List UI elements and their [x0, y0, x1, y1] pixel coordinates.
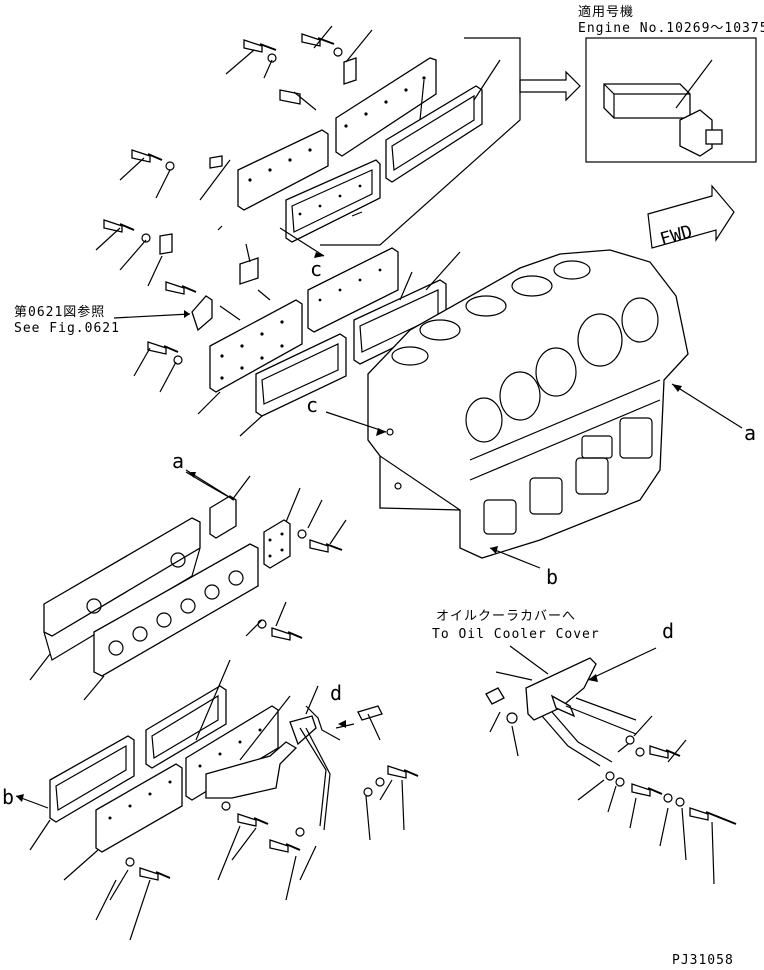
- middle-covers: [113, 247, 461, 437]
- oil-cooler-note-jp: オイルクーラカバーへ: [436, 609, 576, 624]
- inset-pointer-arrow: [519, 70, 581, 102]
- oil-cooler-note-en: To Oil Cooler Cover: [432, 627, 600, 642]
- callout-d-right: d: [662, 619, 674, 643]
- reference-jp: 第0621図参照: [14, 304, 105, 320]
- top-covers: [95, 25, 521, 301]
- reference-en: See Fig.0621: [14, 321, 120, 336]
- oil-cooler-bracket: オイルクーラカバーへ To Oil Cooler Cover: [432, 609, 737, 885]
- lower-left-covers: [29, 469, 347, 701]
- callout-b-left: b: [2, 785, 14, 809]
- callout-d-mid: d: [330, 681, 342, 705]
- bottom-covers: [29, 659, 419, 941]
- callout-a-right: a: [744, 421, 756, 445]
- engine-block: [367, 249, 689, 559]
- callout-c-lower: c: [306, 393, 318, 417]
- applicability-label-jp: 適用号機: [578, 4, 634, 20]
- callout-c-upper: c: [310, 257, 322, 281]
- callout-a-left: a: [172, 449, 184, 473]
- drawing-code: PJ31058: [672, 953, 734, 966]
- applicability-label-en: Engine No.10269～10375: [578, 21, 764, 36]
- applicability-inset: 適用号機 Engine No.10269～10375: [578, 4, 764, 163]
- callout-b-right: b: [546, 565, 558, 589]
- fwd-label: FWD: [658, 221, 695, 250]
- fwd-arrow: FWD: [647, 184, 735, 250]
